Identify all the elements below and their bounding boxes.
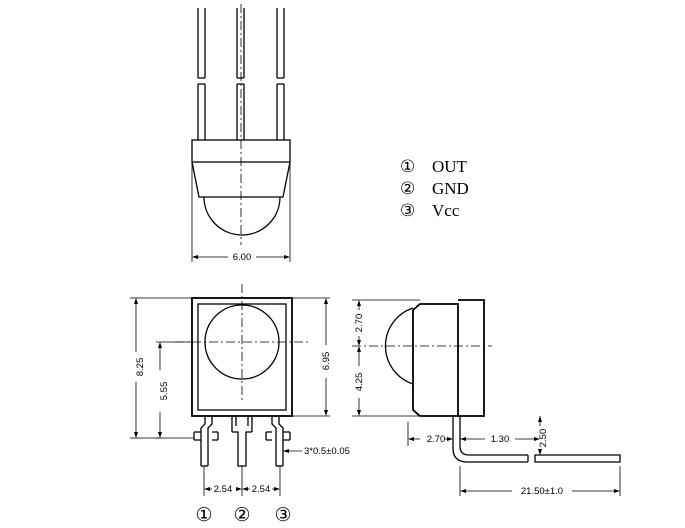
top-view-leads — [197, 8, 285, 140]
top-view-lens — [203, 196, 281, 236]
dim-pitch-right: 2.54 — [252, 484, 271, 495]
side-view-body — [412, 303, 459, 417]
legend-num-3: ③ — [400, 201, 415, 221]
front-view-leads — [193, 416, 291, 467]
dim-pitch-left: 2.54 — [214, 484, 233, 495]
pin-legend: ① OUT ② GND ③ Vcc — [400, 157, 469, 221]
dim-width-top: 6.00 — [233, 252, 252, 263]
dim-lead-offset: 1.30 — [491, 434, 510, 445]
dim-height-body: 6.95 — [321, 352, 332, 371]
side-view-lens — [384, 307, 414, 385]
pin-label-3: ③ — [274, 504, 291, 526]
legend-label-vcc: Vcc — [432, 201, 460, 220]
legend-label-out: OUT — [432, 157, 468, 176]
dim-lens-upper: 2.70 — [354, 314, 365, 333]
dim-lead-bend: 2.70 — [427, 434, 446, 445]
side-view: 2.70 4.25 2.70 1.30 2.50 21.50±1.0 — [352, 299, 621, 497]
side-view-lead — [452, 416, 621, 463]
legend-num-2: ② — [400, 179, 415, 199]
dim-height-total: 8.25 — [135, 358, 146, 377]
dim-lens-lower: 4.25 — [354, 373, 365, 392]
dim-height-lens-center: 5.55 — [159, 382, 170, 401]
legend-num-1: ① — [400, 157, 415, 177]
dim-lead-size: 3*0.5±0.05 — [304, 446, 350, 457]
dim-lead-length: 21.50±1.0 — [521, 486, 563, 497]
pin-label-1: ① — [195, 504, 212, 526]
pin-label-2: ② — [233, 504, 250, 526]
front-view: 8.25 5.55 6.95 3*0.5±0.05 2.54 2.54 ① ② … — [130, 284, 350, 526]
dim-lead-height: 2.50 — [538, 429, 549, 448]
top-view: 6.00 — [191, 4, 291, 263]
legend-label-gnd: GND — [432, 179, 469, 198]
